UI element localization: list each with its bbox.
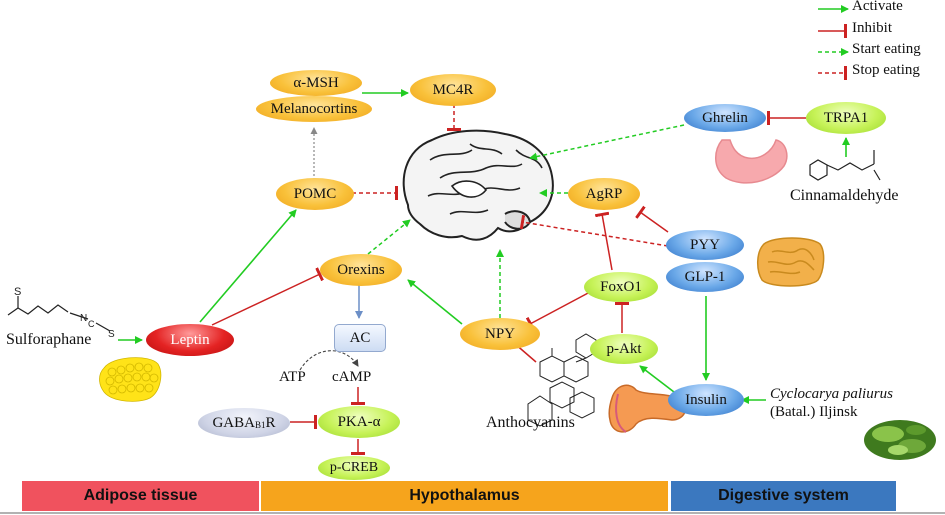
cyclocarya-name: Cyclocarya paliurus: [770, 386, 893, 402]
p-akt-node: p-Akt: [590, 334, 658, 364]
cyclocarya-authority: (Batal.) Iljinsk: [770, 404, 858, 420]
ghrelin-node: Ghrelin: [684, 104, 766, 132]
conn-pyy-agrp: [635, 205, 669, 233]
cinnamaldehyde-label: Cinnamaldehyde: [790, 187, 899, 204]
stomach-icon: [715, 139, 788, 184]
pyy-node: PYY: [666, 230, 744, 260]
sulforaphane-structure: [7, 296, 111, 332]
sulfur-label: S: [108, 329, 115, 340]
gaba-end: R: [265, 414, 276, 431]
atp-label: ATP: [279, 369, 306, 385]
conn-orexins-brain: [367, 219, 411, 255]
legend-activate: Activate: [852, 0, 903, 14]
ac-node: AC: [334, 324, 386, 352]
anthocyanins-label: Anthocyanins: [486, 414, 575, 431]
conn-foxo1-agrp: [594, 211, 613, 271]
legend-inhibit: Inhibit: [852, 20, 892, 36]
conn-foxo1-npy: [525, 291, 591, 331]
conn-pyy-brain: [519, 214, 669, 247]
green-leaves-icon: [864, 420, 936, 460]
conn-leptin-pomc: [199, 209, 297, 323]
anthocyanins-structure: [527, 333, 597, 427]
gaba-subscript: B1: [254, 420, 266, 430]
p-creb-node: p-CREB: [318, 456, 390, 480]
leptin-node: Leptin: [146, 324, 234, 356]
region-hypothalamus: Hypothalamus: [261, 481, 668, 511]
cinnamaldehyde-structure: [809, 150, 881, 181]
carbon-label: C: [88, 319, 95, 329]
sulfoxide-label: S: [14, 286, 21, 298]
foxo1-node: FoxO1: [584, 272, 658, 302]
orexins-node: Orexins: [320, 254, 402, 286]
camp-label: cAMP: [332, 369, 372, 385]
brain-icon: [402, 129, 554, 241]
melanocortins-node: Melanocortins: [256, 96, 372, 122]
mc4r-node: MC4R: [410, 74, 496, 106]
conn-insulin-pakt: [639, 365, 675, 393]
region-digestive-system: Digestive system: [671, 481, 896, 511]
legend-stop-eating: Stop eating: [852, 62, 920, 78]
yellow-cells-icon: [99, 357, 162, 402]
conn-npy-orexins: [407, 279, 463, 325]
pancreas-icon: [608, 384, 687, 433]
agrp-node: AgRP: [568, 178, 640, 210]
npy-node: NPY: [460, 318, 540, 350]
nitrogen-label: N: [80, 313, 87, 324]
conn-atp-camp: [299, 350, 359, 371]
conn-leptin-orexins: [211, 267, 324, 326]
insulin-node: Insulin: [668, 384, 744, 416]
sulforaphane-label: Sulforaphane: [6, 331, 92, 348]
pomc-node: POMC: [276, 178, 354, 210]
intestine-icon: [757, 237, 825, 287]
trpa1-node: TRPA1: [806, 102, 886, 134]
region-adipose-tissue: Adipose tissue: [22, 481, 259, 511]
alpha-msh-node: α-MSH: [270, 70, 362, 96]
glp1-node: GLP-1: [666, 262, 744, 292]
gaba-text: GABA: [212, 414, 255, 431]
conn-ghrelin-brain: [529, 124, 685, 161]
pka-alpha-node: PKA-α: [318, 406, 400, 438]
legend-start-eating: Start eating: [852, 41, 921, 57]
